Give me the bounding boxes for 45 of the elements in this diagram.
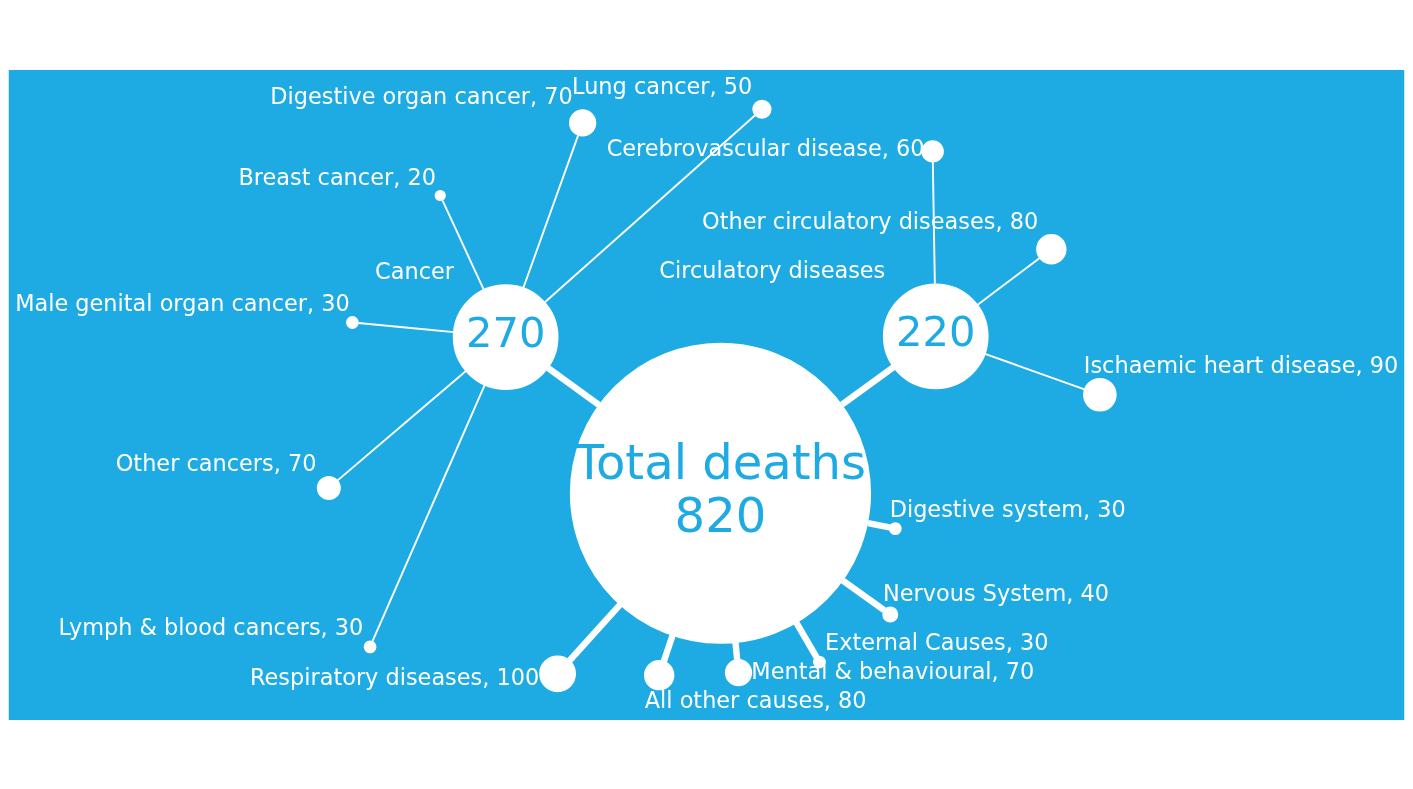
node-label: Ischaemic heart disease, 90	[1083, 351, 1399, 378]
node-circle	[539, 654, 576, 692]
node-label: Circulatory diseases	[659, 256, 886, 283]
connector	[543, 113, 757, 303]
node-circle	[1036, 233, 1067, 264]
connector	[840, 364, 896, 407]
node-circle	[363, 639, 377, 653]
node-circle	[882, 606, 899, 623]
node-circle	[752, 99, 772, 119]
node-circle	[345, 315, 359, 329]
connector	[793, 620, 820, 659]
node-circle	[316, 475, 341, 500]
node-circle: 270	[452, 283, 559, 390]
node-label: Nervous System, 40	[883, 579, 1110, 606]
node-circle	[569, 108, 597, 137]
connector	[371, 383, 486, 643]
node-circle	[1083, 377, 1117, 412]
node-label: Digestive organ cancer, 70	[270, 82, 573, 109]
node-circle	[643, 659, 675, 690]
connector	[867, 519, 891, 531]
node-circle: 220	[882, 283, 989, 389]
node-label: Other cancers, 70	[115, 449, 317, 476]
connector	[931, 160, 936, 285]
connector	[840, 577, 886, 613]
node-circle	[434, 189, 446, 201]
node-label: Male genital organ cancer, 30	[15, 289, 350, 316]
node-label: Lung cancer, 50	[572, 72, 753, 99]
node-label: Cancer	[375, 257, 454, 284]
connector	[441, 199, 485, 290]
connector	[660, 633, 676, 662]
connector	[567, 601, 623, 663]
node-label: All other causes, 80	[644, 686, 867, 712]
node-label: Breast cancer, 20	[238, 163, 436, 190]
node-label: Lymph & blood cancers, 30	[58, 613, 364, 640]
node-label: Mental & behavioural, 70	[751, 657, 1035, 684]
node-circle	[724, 658, 753, 686]
connector	[976, 256, 1041, 306]
connector	[546, 364, 602, 408]
connector	[336, 369, 467, 481]
connector	[732, 641, 741, 660]
node-circle	[888, 521, 902, 535]
node-label: Digestive system, 30	[889, 495, 1126, 522]
connector	[522, 133, 580, 289]
node-label: Respiratory diseases, 100	[249, 663, 540, 690]
node-circle	[921, 139, 944, 163]
